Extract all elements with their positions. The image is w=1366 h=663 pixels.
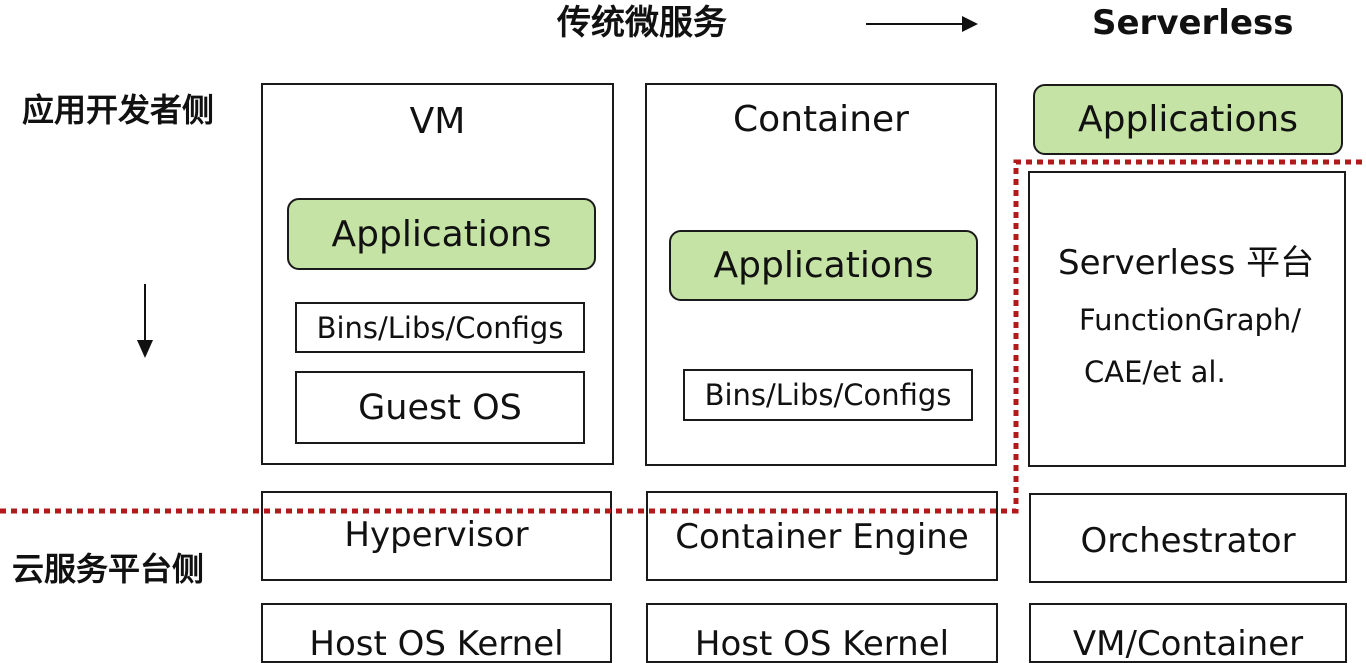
container-applications: Applications <box>669 230 978 301</box>
arrow-down-icon <box>137 284 153 358</box>
serverless-applications: Applications <box>1033 84 1343 155</box>
serverless-platform-line1: FunctionGraph/ <box>1079 303 1302 337</box>
serverless-platform-line2: CAE/et al. <box>1084 355 1226 389</box>
serverless-platform-title: Serverless 平台 <box>1058 243 1315 283</box>
cloud-side-label: 云服务平台侧 <box>12 550 205 588</box>
arrow-right-icon <box>866 16 978 32</box>
header-serverless: Serverless <box>1092 3 1294 43</box>
serverless-platform-box <box>1028 171 1346 467</box>
vm-bins-libs-configs: Bins/Libs/Configs <box>295 302 585 353</box>
developer-side-label: 应用开发者侧 <box>22 91 215 129</box>
serverless-orchestrator: Orchestrator <box>1029 493 1347 583</box>
vm-applications: Applications <box>287 198 596 270</box>
container-bins-libs-configs: Bins/Libs/Configs <box>683 369 973 421</box>
container-engine: Container Engine <box>646 491 998 581</box>
vm-guest-os: Guest OS <box>295 371 585 444</box>
vm-title: VM <box>409 101 466 142</box>
vm-box <box>261 83 614 465</box>
header-traditional-microservices: 传统微服务 <box>557 3 727 43</box>
vm-hypervisor: Hypervisor <box>261 491 612 581</box>
container-title: Container <box>733 99 909 140</box>
responsibility-boundary-line <box>0 159 1366 514</box>
